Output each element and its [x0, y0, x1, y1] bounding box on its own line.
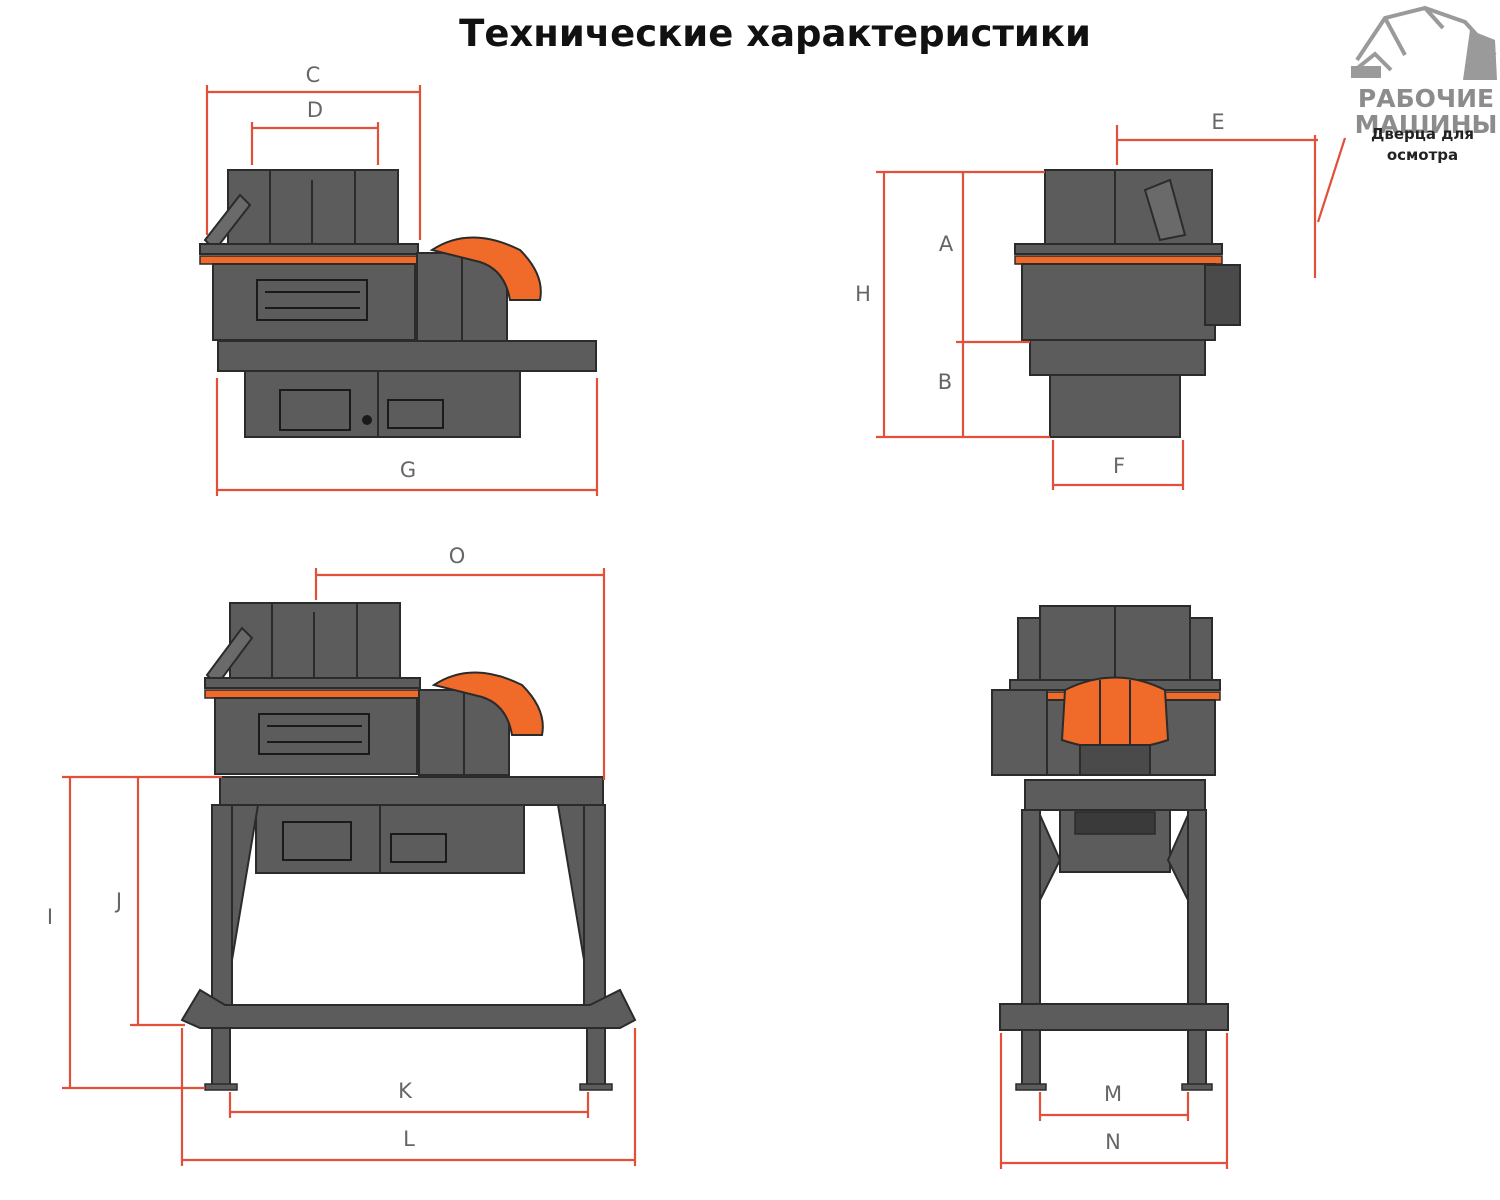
- dim-label-e: E: [1211, 110, 1224, 134]
- excavator-icon: [1351, 5, 1497, 80]
- logo-line1: РАБОЧИЕ: [1357, 84, 1495, 113]
- dims-view4: [999, 1033, 1229, 1169]
- dim-label-k: K: [398, 1079, 413, 1103]
- side-view-stand: [180, 602, 637, 1091]
- brand-logo: РАБОЧИЕ МАШИНЫ: [1345, 0, 1500, 150]
- end-view-top: [1014, 169, 1241, 438]
- dims-view3: [62, 568, 637, 1166]
- dims-view2: [876, 125, 1347, 490]
- dim-label-f: F: [1113, 454, 1125, 478]
- dim-label-n: N: [1105, 1130, 1121, 1154]
- dim-label-j: J: [114, 889, 122, 913]
- dim-label-d: D: [307, 98, 323, 122]
- dim-label-a: A: [939, 232, 954, 256]
- dim-label-g: G: [400, 458, 416, 482]
- logo-line2: МАШИНЫ: [1354, 110, 1498, 139]
- inspection-door-note: Дверца для осмотра: [1371, 125, 1474, 164]
- dim-label-h: H: [855, 282, 871, 306]
- dim-label-c: C: [306, 63, 321, 87]
- dim-label-b: B: [938, 370, 952, 394]
- page-title: Технические характеристики: [459, 12, 1091, 55]
- dim-label-l: L: [403, 1127, 415, 1151]
- end-view-stand: [991, 605, 1229, 1091]
- dim-label-i: I: [47, 905, 53, 929]
- dim-label-m: M: [1104, 1082, 1122, 1106]
- dim-label-o: O: [449, 544, 466, 568]
- side-view-top: [199, 169, 597, 438]
- dims-view1: [205, 85, 599, 496]
